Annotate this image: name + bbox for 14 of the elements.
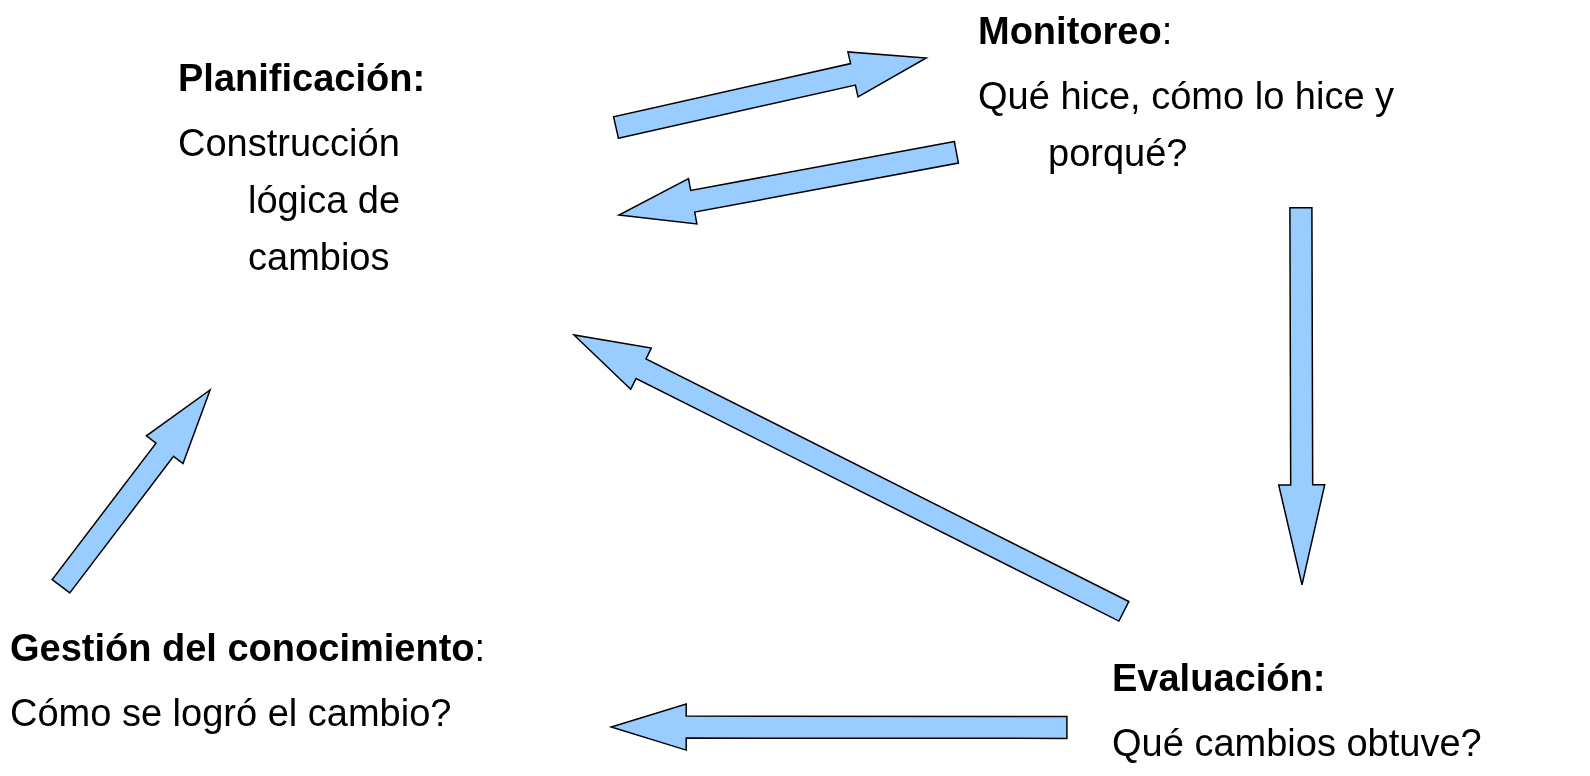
node-heading: Gestión del conocimiento: [10,626,486,671]
block-arrow [616,140,960,225]
node-description: Qué cambios obtuve? [1112,721,1483,766]
block-arrow [1277,207,1326,586]
node-heading: Monitoreo: [978,9,1173,54]
node-description: Cómo se logró el cambio? [10,691,453,736]
node-heading: Evaluación: [1112,656,1326,701]
block-arrow [51,387,212,594]
node-description: Qué hice, cómo lo hice y porqué? [978,74,1396,176]
block-arrow [612,51,929,140]
node-description: Construcción lógica de cambios [178,121,402,280]
block-arrow [608,703,1068,752]
block-arrow [571,333,1130,623]
node-heading: Planificación: [178,56,426,101]
